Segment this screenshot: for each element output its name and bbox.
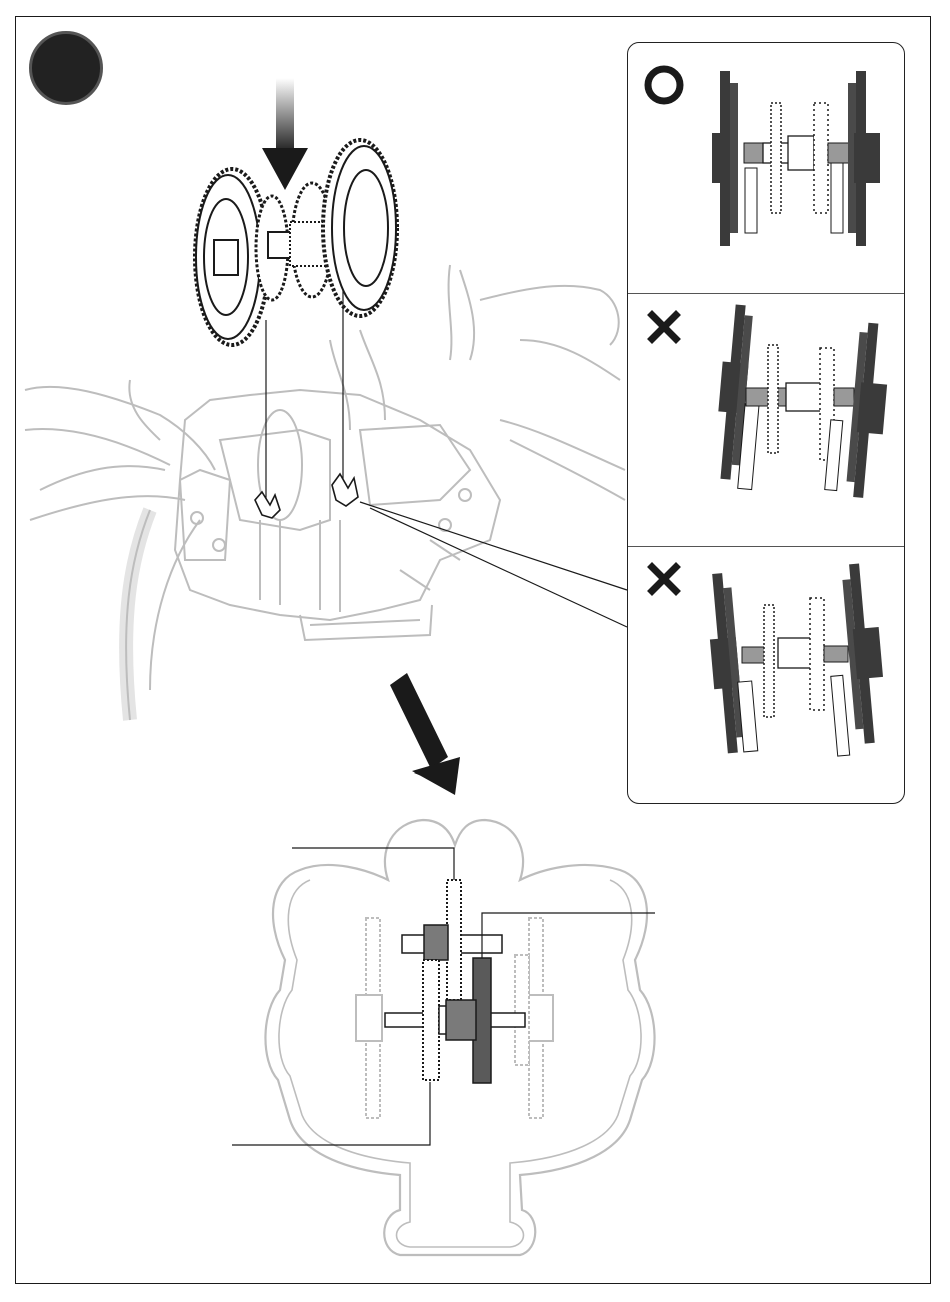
alignment-guides bbox=[266, 290, 343, 505]
panel-divider bbox=[628, 293, 904, 294]
option-wrong-1 bbox=[652, 304, 892, 499]
option-wrong-2 bbox=[652, 562, 890, 756]
correct-mark-icon bbox=[648, 69, 680, 101]
top-view-diagram bbox=[232, 820, 655, 1255]
panel-divider bbox=[628, 546, 904, 547]
gear-assembly bbox=[195, 140, 397, 345]
insert-arrow-icon bbox=[262, 78, 308, 190]
zoom-callout bbox=[360, 502, 627, 627]
alignment-options-panel bbox=[627, 42, 905, 804]
gear-holders bbox=[255, 474, 358, 518]
option-illustrations bbox=[628, 43, 904, 803]
wrong-mark-icon bbox=[652, 567, 676, 591]
robot-body-ghost bbox=[25, 265, 625, 720]
next-view-arrow-icon bbox=[390, 673, 460, 795]
wrong-mark-icon bbox=[652, 315, 676, 339]
option-correct bbox=[648, 69, 880, 246]
